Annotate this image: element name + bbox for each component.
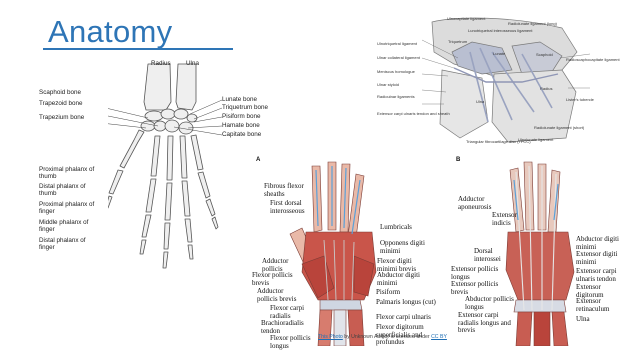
label-pisiform: Pisiform bone [222, 113, 261, 120]
dorsal-label-ulna: Ulna [576, 316, 590, 324]
wrist-label-ulnolunate: Ulnolunate ligament [518, 138, 553, 143]
wrist-label-radioulnar: Radioulnar ligaments [377, 95, 415, 100]
palmar-label-fibrous-flexor-sheaths: Fibrous flexor sheaths [264, 183, 306, 198]
label-trapezoid: Trapezoid bone [39, 100, 83, 107]
this-photo-link[interactable]: This Photo [318, 334, 343, 340]
wrist-label-ulnar-styloid: Ulnar styloid [377, 83, 399, 88]
palmar-label-abductor-digiti-minimi: Abductor digiti minimi [377, 272, 429, 287]
wrist-label-ulnotriquetral: Ulnotriquetral ligament [377, 42, 417, 47]
palmar-label-flexor-carpi-radialis: Flexor carpi radialis [270, 305, 314, 320]
license-link[interactable]: CC BY [431, 334, 447, 340]
palmar-label-flexor-pollicis-longus: Flexor pollicis longus [270, 335, 314, 350]
label-proximal-phalanx-thumb: Proximal phalanx of thumb [39, 166, 95, 180]
attribution-text: by Unknown Author is licensed under [343, 334, 431, 340]
label-trapezium: Trapezium bone [39, 114, 84, 121]
label-middle-phalanx-finger: Middle phalanx of finger [39, 219, 95, 233]
dorsal-label-extensor-pollicis-brevis: Extensor pollicis brevis [451, 281, 511, 296]
wrist-label-ulnar-collateral: Ulnar collateral ligament [377, 56, 420, 61]
palmar-label-lumbricals: Lumbricals [380, 224, 412, 232]
dorsal-label-adductor-aponeurosis: Adductor aponeurosis [458, 196, 510, 211]
palmar-label-first-dorsal-interosseous: First dorsal interosseous [270, 200, 322, 215]
label-distal-phalanx-thumb: Distal phalanx of thumb [39, 183, 95, 197]
wrist-label-meniscus: Meniscus homologue [377, 70, 415, 75]
label-capitate: Capitate bone [222, 131, 261, 138]
wrist-label-ulnocapitate: Ulnocapitate ligament [447, 17, 485, 22]
wrist-label-scaphoid: Scaphoid [536, 53, 553, 58]
palmar-label-palmaris-longus-cut: Palmaris longus (cut) [376, 299, 436, 307]
dorsal-label-extensor-pollicis-longus: Extensor pollicis longus [451, 266, 511, 281]
label-scaphoid: Scaphoid bone [39, 89, 81, 96]
view-b-marker: B [456, 157, 460, 165]
dorsal-label-extensor-indicis: Extensor indicis [492, 212, 522, 227]
wrist-label-ulna: Ulna [476, 100, 484, 105]
dorsal-label-abductor-pollicis-longus: Abductor pollicis longus [465, 296, 515, 311]
label-lunate: Lunate bone [222, 96, 257, 103]
slide-title[interactable]: Anatomy [48, 14, 172, 50]
view-a-marker: A [256, 157, 260, 165]
wrist-label-lunotriquetral: Lunotriquetral interosseous ligament [468, 29, 532, 34]
dorsal-label-abductor-digiti-minimi: Abductor digiti minimi [576, 236, 628, 251]
wrist-label-radioscaphocapitate: Radioscaphocapitate ligament [566, 58, 620, 63]
wrist-label-triquetrum: Triquetrum [448, 40, 467, 45]
dorsal-label-extensor-digiti-minimi: Extensor digiti minimi [576, 251, 628, 266]
label-proximal-phalanx-finger: Proximal phalanx of finger [39, 201, 95, 215]
label-hamate: Hamate bone [222, 122, 260, 129]
dorsal-label-extensor-retinaculum: Extensor retinaculum [576, 298, 628, 313]
palmar-label-opponens-digiti-minimi: Opponens digiti minimi [380, 240, 432, 255]
wrist-label-listers-tubercle: Lister's tubercle [566, 98, 594, 103]
palmar-label-brachioradialis-tendon: Brachioradialis tendon [261, 320, 317, 335]
label-ulna: Ulna [186, 60, 199, 67]
wrist-label-radius: Radius [540, 87, 552, 92]
photo-attribution: This Photo by Unknown Author is licensed… [318, 334, 447, 340]
label-radius: Radius [151, 60, 171, 67]
dorsal-label-ecrl-ecrb: Extensor carpi radialis longus and brevi… [458, 312, 518, 335]
palmar-label-flexor-pollicis-brevis: Flexor pollicis brevis [252, 272, 300, 287]
label-distal-phalanx-finger: Distal phalanx of finger [39, 237, 95, 251]
wrist-label-radiolunate-long: Radiolunate ligament (long) [508, 22, 557, 27]
hand-skeleton-illustration[interactable] [108, 56, 248, 316]
wrist-label-lunate: Lunate [493, 52, 505, 57]
title-underline [43, 48, 233, 50]
wrist-label-ecu-tendon: Extensor carpi ulnaris tendon and sheath [377, 112, 450, 117]
dorsal-label-dorsal-interossei: Dorsal interossei [474, 248, 510, 263]
palmar-label-pisiform: Pisiform [376, 289, 400, 297]
palmar-label-adductor-pollicis-brevis: Adductor pollicis brevis [257, 288, 305, 303]
label-triquetrum: Triquetrum bone [222, 104, 268, 111]
dorsal-label-ecu-tendon: Extensor carpi ulnaris tendon [576, 268, 630, 283]
palmar-label-flexor-carpi-ulnaris: Flexor carpi ulnaris [376, 314, 431, 322]
wrist-label-radiolunate-short: Radiolunate ligament (short) [534, 126, 584, 131]
